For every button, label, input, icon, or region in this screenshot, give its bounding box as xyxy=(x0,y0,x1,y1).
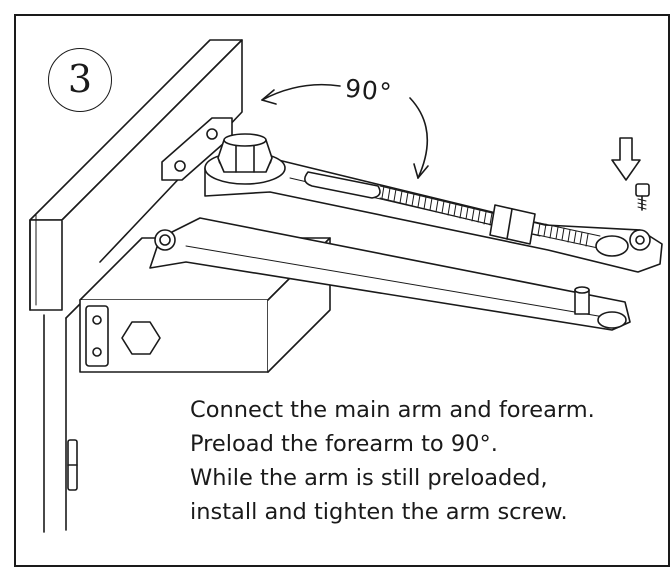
instruction-line-4: install and tighten the arm screw. xyxy=(190,499,568,525)
mounting-bracket xyxy=(161,117,233,181)
down-arrow-icon xyxy=(611,137,641,181)
spindle-nut xyxy=(204,133,286,185)
door-hinge xyxy=(67,439,78,491)
instruction-line-2: Preload the forearm to 90°. xyxy=(190,431,498,457)
forearm xyxy=(149,217,631,331)
arm-screw-seat xyxy=(574,286,590,315)
step-badge: 3 xyxy=(48,48,112,112)
rotation-arrow xyxy=(261,83,429,179)
panel-frame xyxy=(14,14,670,567)
angle-label: 90° xyxy=(343,73,394,108)
hexagon-bolt xyxy=(121,321,161,355)
door-frame xyxy=(29,39,243,311)
arm-screw xyxy=(635,183,650,211)
main-arm xyxy=(204,157,663,273)
instructions: Connect the main arm and forearm. Preloa… xyxy=(190,393,670,529)
instruction-line-3: While the arm is still preloaded, xyxy=(190,465,548,491)
instruction-line-1: Connect the main arm and forearm. xyxy=(190,397,595,423)
step-number: 3 xyxy=(67,57,93,101)
